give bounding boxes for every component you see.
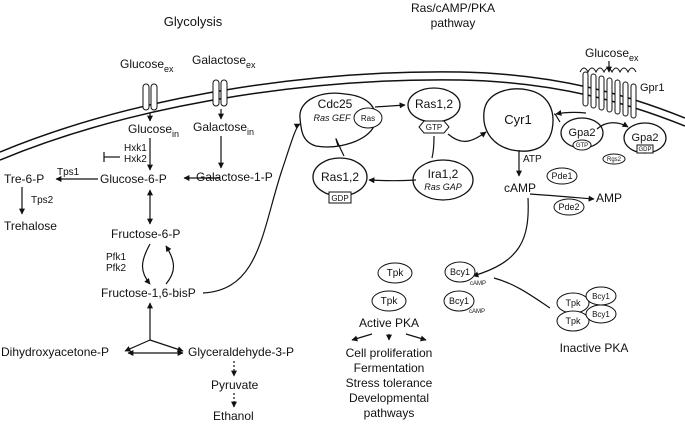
gpa2-b-label: Gpa2 — [632, 132, 659, 144]
ras-gef-label: Ras GEF — [313, 113, 351, 123]
tpk-node-1 — [377, 262, 413, 284]
cyr1-label: Cyr1 — [504, 112, 531, 127]
amp-label: AMP — [596, 191, 622, 205]
gpa2-a-gtp-badge — [572, 139, 592, 151]
fructose6p-label: Fructose-6-P — [111, 227, 180, 241]
glucose-in-label: Glucosein — [128, 122, 179, 139]
pde2-node — [553, 198, 585, 216]
bcy1-free-2-label: Bcy1 — [449, 296, 469, 306]
cyr1-node — [483, 88, 554, 152]
ras12-bottom-label: Ras1,2 — [321, 170, 359, 184]
glycolysis-title: Glycolysis — [164, 14, 223, 29]
gpr1-label: Gpr1 — [640, 82, 664, 94]
glucose-ex-right-label: Glucoseex — [585, 46, 639, 63]
tre6p-label: Tre-6-P — [4, 172, 44, 186]
glucose-transporter — [142, 83, 158, 111]
g3p-label: Glyceraldehyde-3-P — [188, 345, 294, 359]
gpa2-b-gdp-badge — [636, 144, 654, 154]
gpa2-a-gtp-label: GTP — [576, 143, 588, 149]
inactive-tpk-1-label: Tpk — [565, 298, 581, 308]
atp-label: ATP — [523, 154, 542, 165]
tps2-label: Tps2 — [31, 195, 54, 206]
inactive-bcy1-1-label: Bcy1 — [592, 292, 610, 301]
active-pka-arrows — [351, 333, 427, 342]
ras-pathway-title: Ras/cAMP/PKA — [411, 1, 495, 15]
hxk2-label: Hxk2 — [124, 154, 147, 165]
rgs2-node — [602, 153, 626, 165]
outcome-pathways: pathways — [364, 406, 415, 420]
ras12-top-label: Ras1,2 — [415, 97, 453, 111]
galactose1p-label: Galactose-1-P — [196, 170, 273, 184]
tpk-label-2: Tpk — [381, 296, 399, 307]
camp-label: cAMP — [504, 181, 536, 195]
galactose-in-label: Galactosein — [193, 120, 254, 137]
tpk-node-2 — [371, 290, 407, 312]
gdp-badge — [328, 191, 352, 204]
galactose-transporter — [212, 79, 228, 107]
camp-small-2-label: cAMP — [469, 309, 485, 315]
pfk2-label: Pfk2 — [106, 263, 126, 274]
tpk-label-1: Tpk — [387, 268, 405, 279]
gtp-badge — [418, 120, 450, 134]
glucose-ex-label: Glucoseex — [120, 57, 174, 74]
fructose16bisp-label: Fructose-1,6-bisP — [101, 286, 196, 300]
trehalose-label: Trehalose — [4, 219, 57, 233]
inactive-tpk-2-label: Tpk — [565, 316, 581, 326]
rgs2-label: Rgs2 — [607, 157, 622, 163]
ethanol-label: Ethanol — [213, 409, 254, 423]
outcome-developmental: Developmental — [349, 391, 429, 405]
pfk1-label: Pfk1 — [106, 252, 126, 263]
outcome-fermentation: Fermentation — [354, 361, 425, 375]
gdp-label: GDP — [331, 194, 348, 203]
active-pka-label: Active PKA — [359, 316, 419, 330]
galactose-ex-label: Galactoseex — [192, 53, 256, 70]
tps1-label: Tps1 — [57, 167, 80, 178]
bcy1-free-1 — [444, 261, 476, 283]
ras-pathway-arrows — [335, 61, 629, 309]
cdc25-label: Cdc25 — [318, 97, 353, 111]
inactive-pka-complex — [556, 286, 617, 332]
pde2-label: Pde2 — [558, 202, 579, 212]
pde1-node — [546, 167, 578, 185]
gpa2-b-gdp-label: GDP — [638, 147, 651, 153]
bcy1-free-1-label: Bcy1 — [450, 267, 470, 277]
ras-small-label: Ras — [361, 114, 375, 123]
gpa2-a-label: Gpa2 — [569, 127, 596, 139]
hxk1-label: Hxk1 — [124, 143, 147, 154]
glycolysis-arrows — [19, 109, 301, 408]
inactive-bcy1-2-label: Bcy1 — [592, 310, 610, 319]
bcy1-free-2 — [443, 290, 475, 312]
outcome-cell-proliferation: Cell proliferation — [346, 346, 433, 360]
ras-pathway-title-line2: pathway — [431, 16, 476, 30]
ras-gap-label: Ras GAP — [424, 182, 462, 192]
ras-small-node — [353, 107, 383, 129]
ira12-label: Ira1,2 — [428, 167, 459, 181]
dhap-label: Dihydroxyacetone-P — [1, 345, 109, 359]
pyruvate-label: Pyruvate — [211, 378, 259, 392]
glucose6p-label: Glucose-6-P — [100, 172, 167, 186]
outcome-stress-tolerance: Stress tolerance — [346, 376, 433, 390]
pde1-label: Pde1 — [551, 171, 572, 181]
gpr1-receptor — [579, 67, 637, 119]
inactive-pka-label: Inactive PKA — [560, 341, 629, 355]
cdc25-node — [299, 92, 383, 148]
camp-small-1-label: cAMP — [470, 281, 486, 287]
gtp-label: GTP — [426, 123, 442, 132]
